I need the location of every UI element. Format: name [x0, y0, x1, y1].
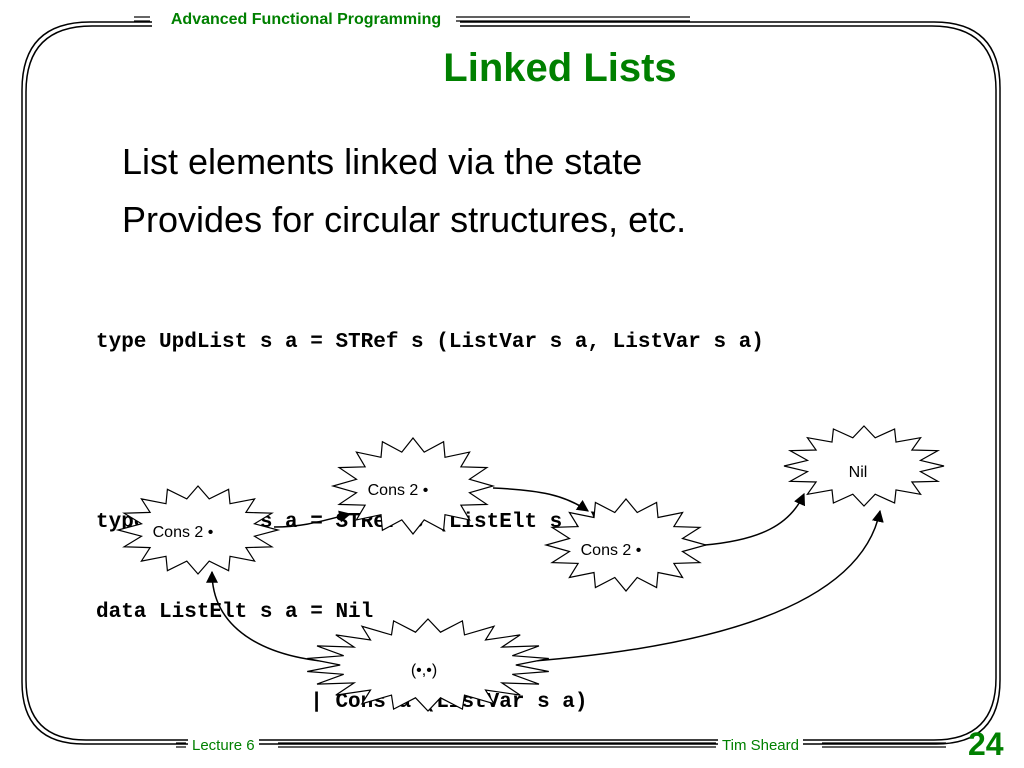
bullet-item-2: Provides for circular structures, etc.: [122, 199, 687, 240]
node-nil-label: Nil: [849, 464, 868, 481]
page-number: 24: [968, 726, 1004, 762]
footer-author: Tim Sheard: [718, 736, 803, 756]
slide-title: Linked Lists: [443, 46, 677, 90]
node-cons3: Cons 2 •: [543, 498, 709, 592]
node-cons2-burst-shape: [330, 437, 496, 535]
node-cons1: Cons 2 •: [115, 485, 281, 575]
edge-cons3-to-nil: [704, 492, 806, 546]
bullet-item-1: List elements linked via the state: [122, 141, 643, 182]
node-pair: (•,•): [307, 618, 549, 712]
node-cons2: Cons 2 •: [330, 437, 496, 535]
node-cons3-burst-shape: [543, 498, 709, 592]
edge-pair-to-nil: [507, 509, 884, 664]
node-cons2-label: Cons 2 •: [368, 482, 429, 499]
node-cons1-burst-shape: [115, 485, 281, 575]
edge-cons2-to-cons3: [492, 487, 589, 512]
node-nil: Nil: [783, 425, 945, 507]
code-line-4: data ListElt s a = Nil: [96, 601, 374, 624]
course-header: Advanced Functional Programming: [152, 10, 460, 30]
node-pair-burst-shape: [307, 618, 549, 712]
diagram-nodes: Cons 2 • Cons 2 • Cons 2 • Nil (•,•): [115, 425, 945, 712]
node-cons1-label: Cons 2 •: [153, 524, 214, 541]
code-line-1: type UpdList s a = STRef s (ListVar s a,…: [96, 331, 764, 354]
node-nil-burst-shape: [783, 425, 945, 507]
footer-lecture: Lecture 6: [188, 736, 259, 756]
node-pair-label: (•,•): [411, 662, 437, 679]
node-cons3-label: Cons 2 •: [581, 542, 642, 559]
edge-cons1-to-cons2: [273, 510, 352, 528]
